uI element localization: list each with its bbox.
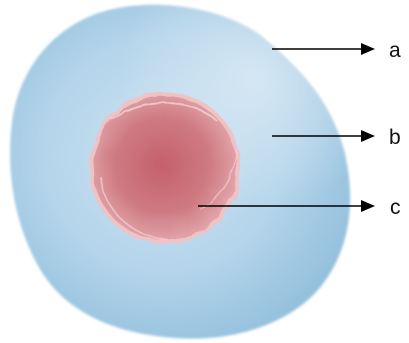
arrow-a (272, 43, 375, 55)
label-c: c (390, 196, 401, 219)
label-b: b (389, 126, 401, 149)
label-a: a (389, 39, 401, 62)
nucleus (89, 92, 241, 244)
